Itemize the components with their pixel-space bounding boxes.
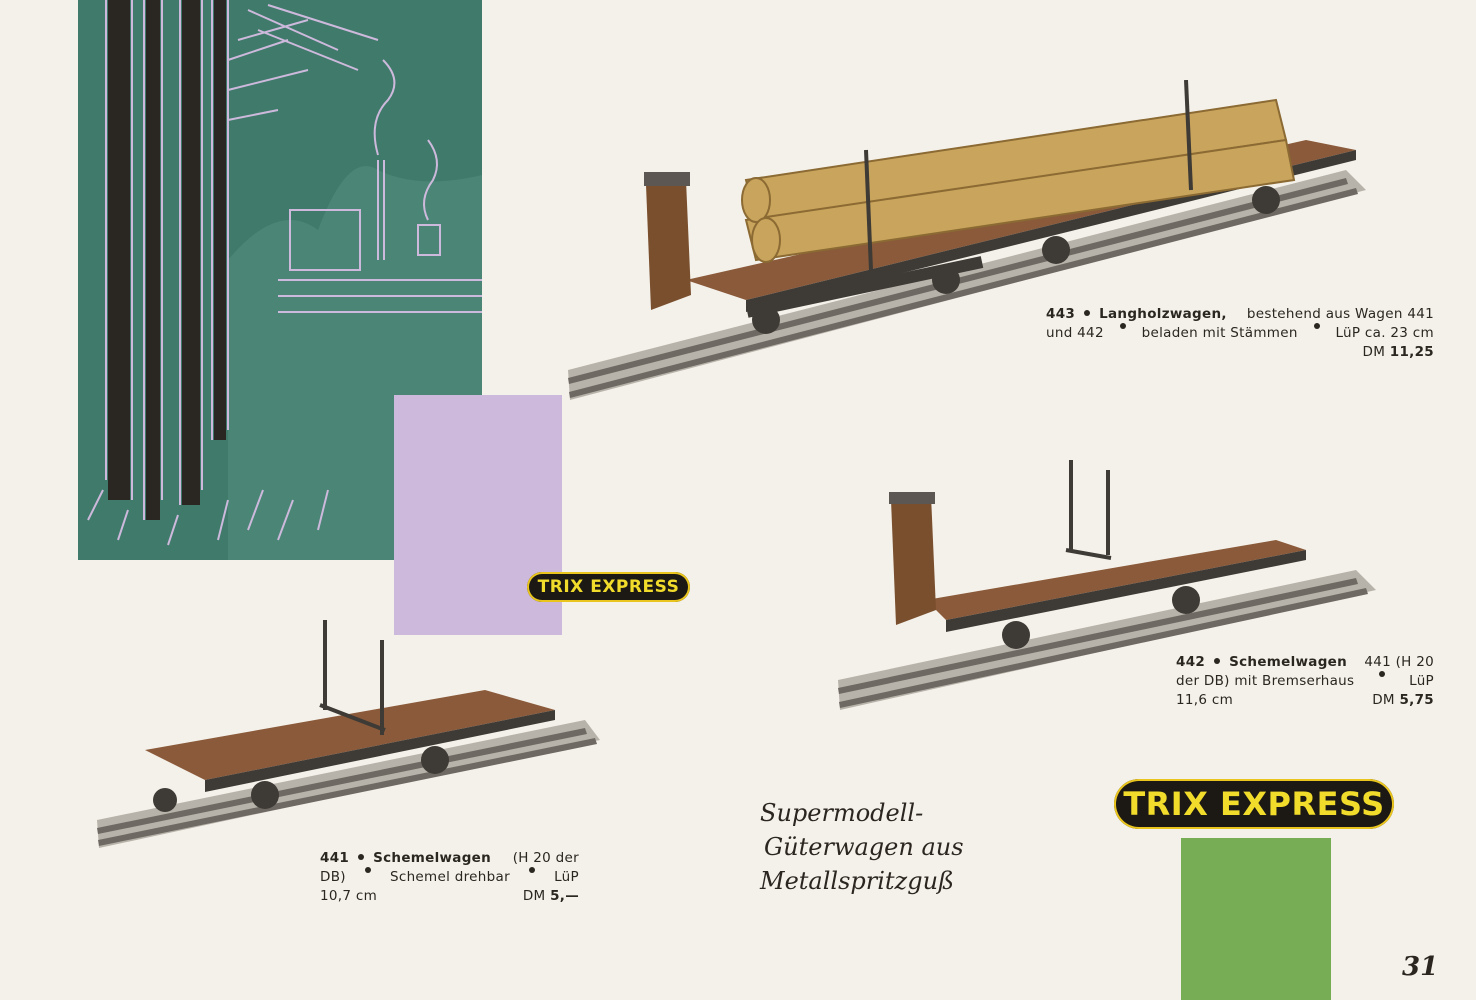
bullet-icon bbox=[1119, 323, 1126, 329]
item-description: und 442 bbox=[1046, 325, 1104, 341]
bullet-icon bbox=[1313, 323, 1320, 329]
tagline: Supermodell- Güterwagen aus Metallspritz… bbox=[760, 796, 1010, 898]
wagon-442-image bbox=[836, 460, 1386, 720]
wagon-441-image bbox=[95, 620, 605, 850]
item-price: 11,25 bbox=[1389, 344, 1434, 360]
tagline-line: Güterwagen aus bbox=[764, 833, 964, 861]
wagon-443-image bbox=[566, 80, 1396, 410]
item-length: 11,6 cm bbox=[1176, 692, 1234, 708]
bullet-icon bbox=[1214, 658, 1221, 664]
currency: DM bbox=[1362, 344, 1386, 360]
item-number: 441 bbox=[320, 850, 350, 866]
currency: DM bbox=[522, 888, 546, 904]
item-description: Schemel drehbar bbox=[389, 869, 510, 885]
item-price: 5,75 bbox=[1399, 692, 1434, 708]
item-description: (H 20 der bbox=[512, 850, 579, 866]
item-number: 442 bbox=[1176, 654, 1206, 670]
item-length: LüP ca. 23 cm bbox=[1335, 325, 1434, 341]
item-name: Schemelwagen bbox=[1229, 654, 1348, 670]
trix-express-logo-small: TRIX EXPRESS bbox=[527, 572, 690, 602]
item-description: beladen mit Stämmen bbox=[1141, 325, 1298, 341]
trix-express-logo-large: TRIX EXPRESS bbox=[1114, 779, 1394, 829]
item-number: 443 bbox=[1046, 306, 1076, 322]
currency: DM bbox=[1372, 692, 1395, 708]
bullet-icon bbox=[529, 867, 535, 873]
item-description: bestehend aus Wagen 441 bbox=[1246, 306, 1434, 322]
bullet-icon bbox=[358, 854, 365, 860]
caption-441: 441 Schemelwagen (H 20 der DB) Schemel dr… bbox=[320, 849, 579, 906]
bullet-icon bbox=[1378, 671, 1385, 677]
item-description: LüP bbox=[1409, 673, 1434, 689]
item-length: 10,7 cm bbox=[320, 888, 378, 904]
item-name: Schemelwagen bbox=[373, 850, 492, 866]
item-description: 441 (H 20 bbox=[1364, 654, 1434, 670]
item-description: DB) bbox=[320, 869, 346, 885]
tagline-line: Metallspritzguß bbox=[760, 867, 955, 895]
caption-442: 442 Schemelwagen 441 (H 20 der DB) mit Br… bbox=[1176, 653, 1434, 710]
caption-443: 443 Langholzwagen, bestehend aus Wagen 44… bbox=[1046, 305, 1434, 362]
item-name: Langholzwagen, bbox=[1099, 306, 1227, 322]
page-number: 31 bbox=[1402, 952, 1439, 982]
item-price: 5,— bbox=[550, 888, 579, 904]
bullet-icon bbox=[364, 867, 371, 873]
item-description: der DB) mit Bremserhaus bbox=[1176, 673, 1355, 689]
bullet-icon bbox=[1084, 310, 1091, 316]
item-description: LüP bbox=[554, 869, 579, 885]
tagline-line: Supermodell- bbox=[760, 799, 924, 827]
green-swatch bbox=[1181, 838, 1331, 1000]
